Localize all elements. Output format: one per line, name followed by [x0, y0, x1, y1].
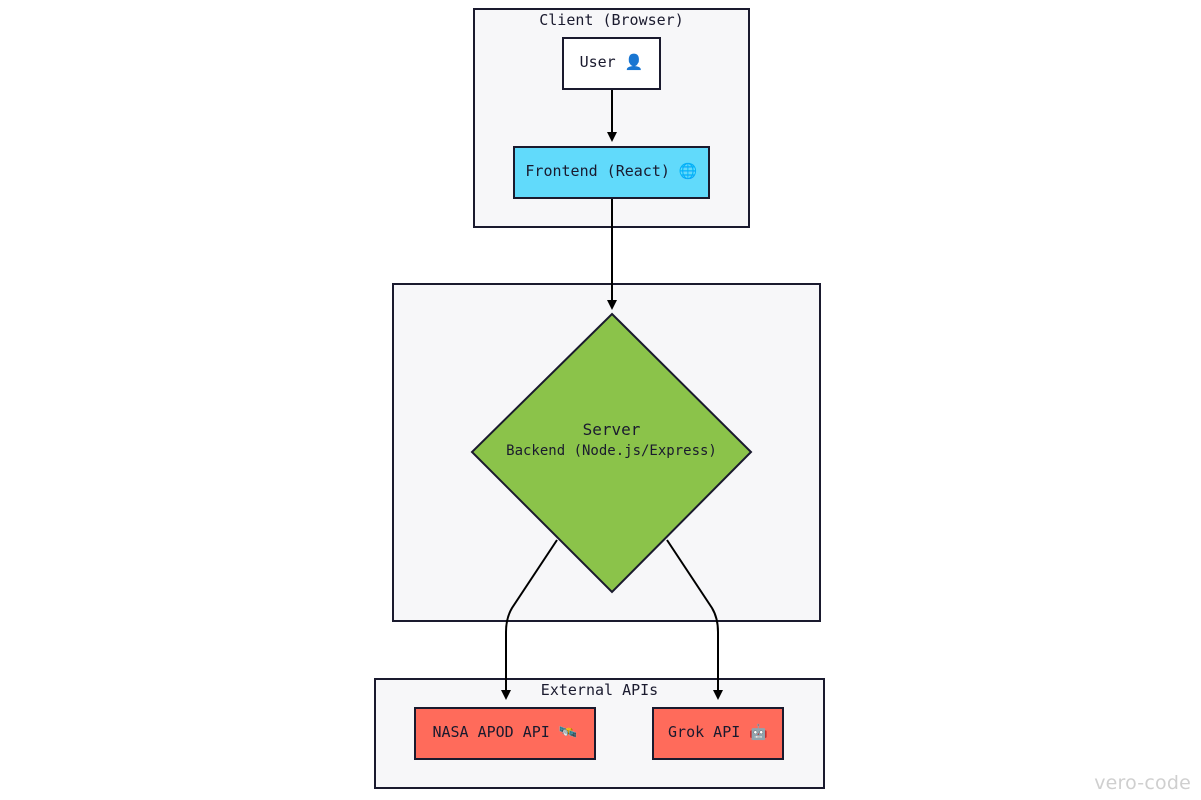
client-browser-group-title: Client (Browser) [539, 11, 684, 29]
external-apis-group-title: External APIs [540, 681, 659, 699]
frontend-node-label: Frontend (React) 🌐 [525, 162, 698, 180]
grok-api-node[interactable] [652, 707, 784, 760]
user-node[interactable] [562, 37, 661, 90]
server-node-subtitle: Backend (Node.js/Express) [506, 443, 717, 459]
server-node-title: Server [582, 420, 641, 439]
nasa-apod-api-node-label: NASA APOD API 🛰️ [432, 723, 578, 741]
frontend-node[interactable] [513, 146, 710, 199]
nasa-apod-api-node[interactable] [414, 707, 596, 760]
server-node[interactable] [470, 312, 753, 594]
grok-api-node-label: Grok API 🤖 [668, 723, 768, 741]
watermark-text: vero-code [1094, 772, 1191, 794]
edge-server-to-grok [666, 539, 723, 700]
user-node-label: User 👤 [579, 53, 644, 71]
edge-server-to-nasa [501, 539, 558, 700]
